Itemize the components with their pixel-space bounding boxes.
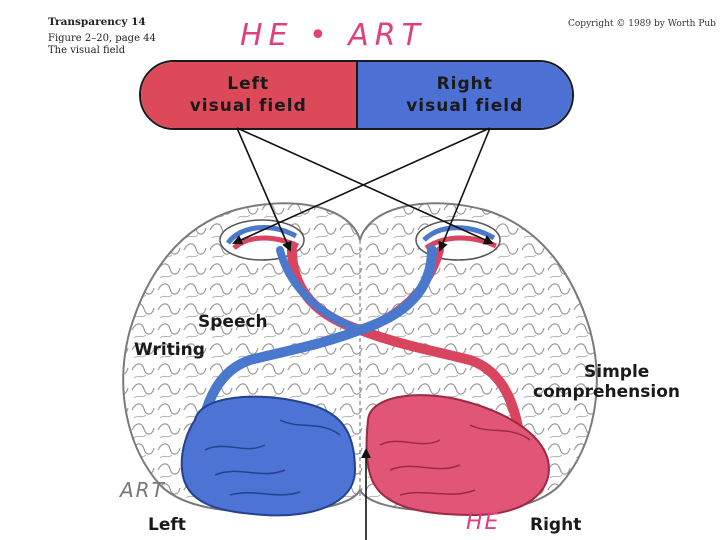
right-visual-cortex <box>365 394 550 517</box>
arrow-right-field-to-left-eye <box>232 127 491 245</box>
handwritten-he-art: HE • ART <box>240 18 426 53</box>
handwritten-art: ART <box>120 478 166 502</box>
left-field-line1: Left <box>227 74 270 94</box>
copyright-notice: Copyright © 1989 by Worth Pub <box>568 19 716 29</box>
figure-caption: The visual field <box>48 45 126 56</box>
comprehension-label: comprehension <box>533 382 681 402</box>
transparency-title: Transparency 14 <box>48 16 146 28</box>
right-field-line1: Right <box>436 74 493 94</box>
handwritten-he: HE <box>466 510 501 535</box>
arrow-left-field-to-left-eye <box>236 127 292 252</box>
blue-optic-pathway <box>195 245 437 445</box>
simple-label: Simple <box>584 362 650 382</box>
arrow-right-field-to-right-eye <box>438 127 491 252</box>
left-field-line2: visual field <box>189 96 307 116</box>
left-hemisphere-label: Left <box>148 515 186 535</box>
left-visual-cortex <box>180 395 357 517</box>
right-hemisphere-label: Right <box>530 515 582 535</box>
visual-field-arrows <box>232 127 494 540</box>
arrow-left-field-to-right-eye <box>236 127 494 245</box>
writing-label: Writing <box>134 340 205 360</box>
speech-label: Speech <box>198 312 268 332</box>
right-field-line2: visual field <box>406 96 524 116</box>
figure-reference: Figure 2–20, page 44 <box>48 33 156 44</box>
